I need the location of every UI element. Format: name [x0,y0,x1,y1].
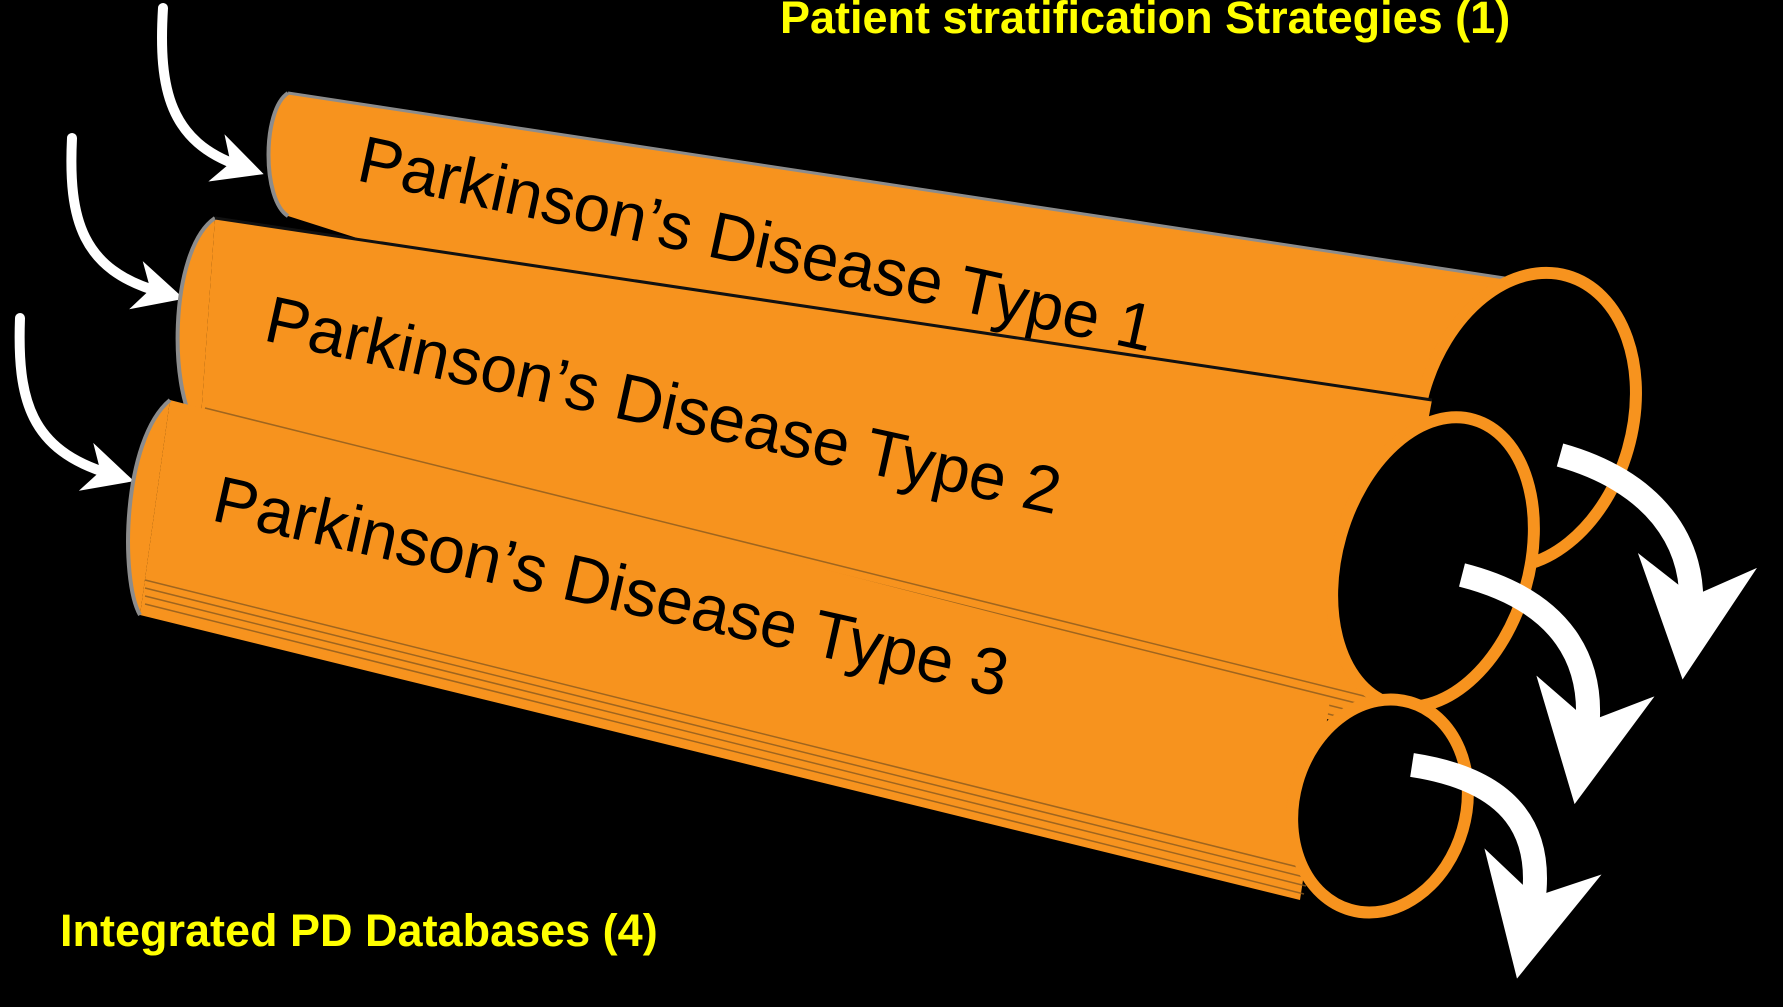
caption-patient-stratification: Patient stratification Strategies (1) [780,0,1511,43]
caption-integrated-databases: Integrated PD Databases (4) [60,905,658,956]
outgoing-arrows [1410,443,1757,979]
incoming-arrow-icon [66,133,185,310]
outgoing-arrow-icon [1556,443,1757,680]
incoming-arrow-icon [157,3,264,182]
incoming-arrow-icon [14,313,134,491]
tube-2: Parkinson’s Disease Type 2 [175,216,1540,730]
outgoing-arrow-icon [1458,563,1655,805]
incoming-arrows [14,3,264,491]
outgoing-arrow-icon [1410,753,1602,979]
